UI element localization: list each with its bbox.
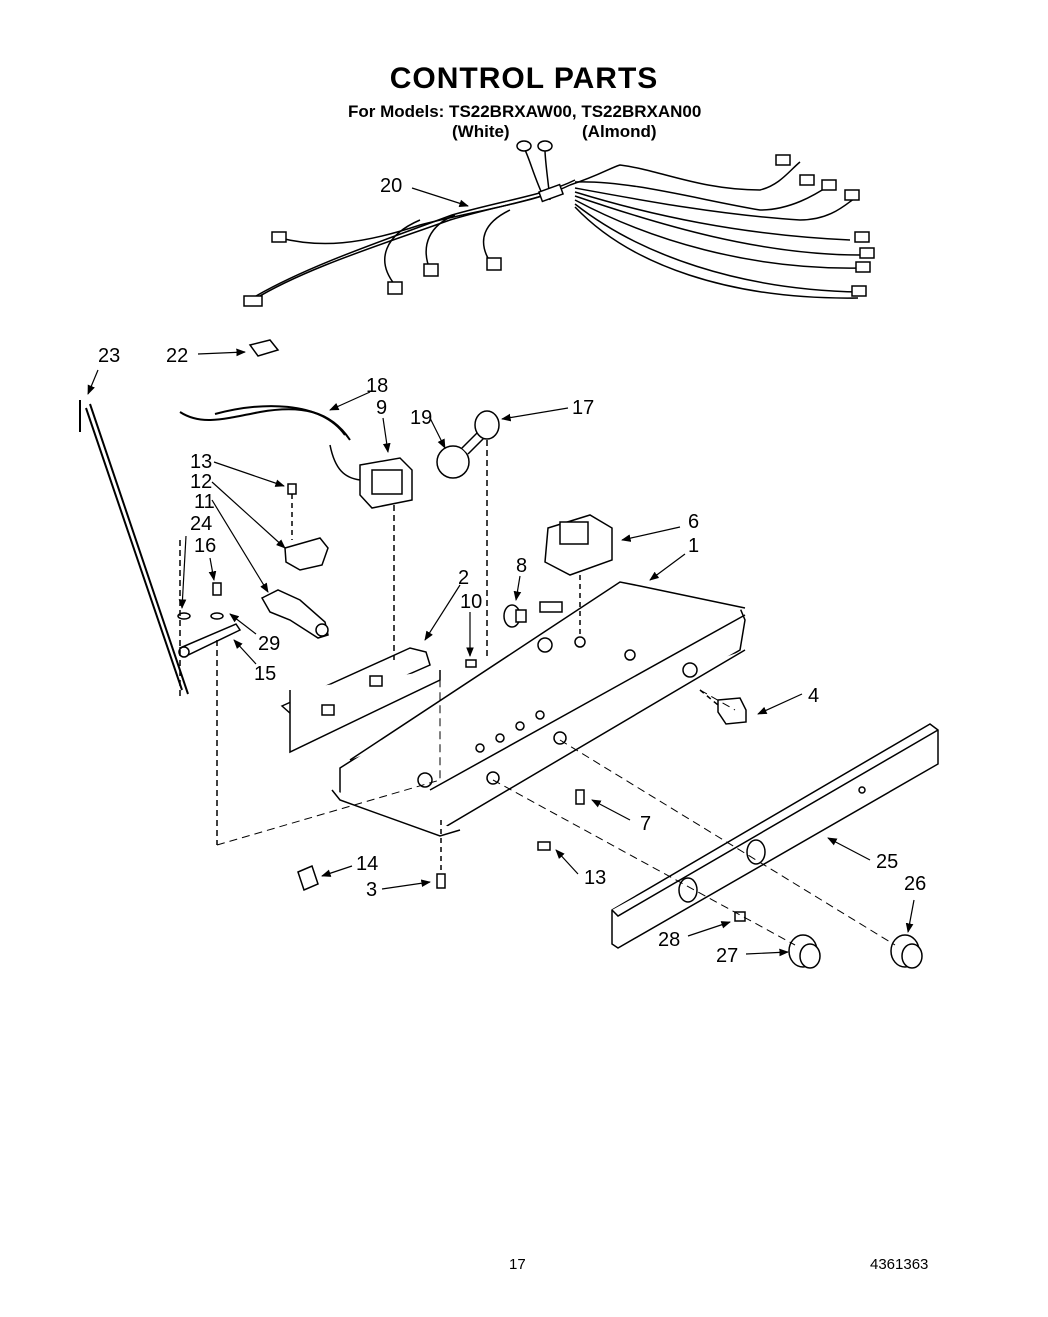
callout-12: 12	[190, 471, 212, 493]
callout-17: 17	[572, 397, 594, 419]
callout-8: 8	[516, 555, 527, 577]
page-title: CONTROL PARTS	[389, 62, 659, 95]
callout-29: 29	[258, 633, 280, 655]
callout-1: 1	[688, 535, 699, 557]
callout-4: 4	[808, 685, 819, 707]
knob-26	[890, 934, 923, 969]
switch-9	[329, 444, 413, 509]
callout-10: 10	[460, 591, 482, 613]
variant-white: (White)	[452, 122, 510, 141]
callout-14: 14	[356, 853, 378, 875]
callout-15: 15	[254, 663, 276, 685]
callout-7: 7	[640, 813, 651, 835]
callout-27: 27	[716, 945, 738, 967]
callout-16: 16	[194, 535, 216, 557]
rod-23	[79, 400, 189, 695]
callout-24: 24	[190, 513, 212, 535]
callout-20: 20	[380, 175, 402, 197]
socket-17	[474, 410, 500, 660]
callout-23: 23	[98, 345, 120, 367]
control-housing-1	[331, 581, 746, 837]
callout-13-upper: 13	[190, 451, 212, 473]
callout-6: 6	[688, 511, 699, 533]
bulb-19	[436, 430, 486, 479]
screws-lower	[436, 789, 585, 889]
clip-14	[297, 864, 319, 892]
variant-almond: (Almond)	[582, 122, 657, 141]
callout-28: 28	[658, 929, 680, 951]
screw-10	[465, 659, 477, 668]
callout-13-lower: 13	[584, 867, 606, 889]
wire-harness	[249, 149, 861, 303]
thermostat-11	[260, 589, 329, 639]
part-4	[699, 689, 747, 725]
timer-6	[544, 514, 613, 648]
bracket-2	[280, 505, 441, 754]
callout-26: 26	[904, 873, 926, 895]
linkage-parts	[177, 540, 242, 845]
callout-19: 19	[410, 407, 432, 429]
models-line: For Models: TS22BRXAW00, TS22BRXAN00	[348, 102, 702, 121]
part-8	[503, 604, 527, 628]
document-number: 4361363	[870, 1256, 929, 1273]
harness-connectors	[243, 140, 875, 307]
panel-25	[611, 723, 939, 949]
callout-2: 2	[458, 567, 469, 589]
callout-11: 11	[194, 491, 215, 513]
page-number: 17	[509, 1256, 526, 1273]
leader-lines	[87, 187, 915, 957]
callout-9: 9	[376, 397, 387, 419]
knob-27	[788, 934, 821, 969]
callout-22: 22	[166, 345, 188, 367]
callout-3: 3	[366, 879, 377, 901]
callout-labels: 20 22 23 18 9 19 17 13 12 11 24 16 29 15…	[98, 175, 926, 967]
callout-18: 18	[366, 375, 388, 397]
tube-18	[179, 408, 351, 441]
bracket-12	[284, 537, 329, 571]
alignment-lines	[216, 680, 896, 946]
clip-28	[734, 911, 746, 922]
screw-13-upper	[287, 483, 297, 540]
callout-25: 25	[876, 851, 898, 873]
clip-22	[248, 339, 280, 357]
